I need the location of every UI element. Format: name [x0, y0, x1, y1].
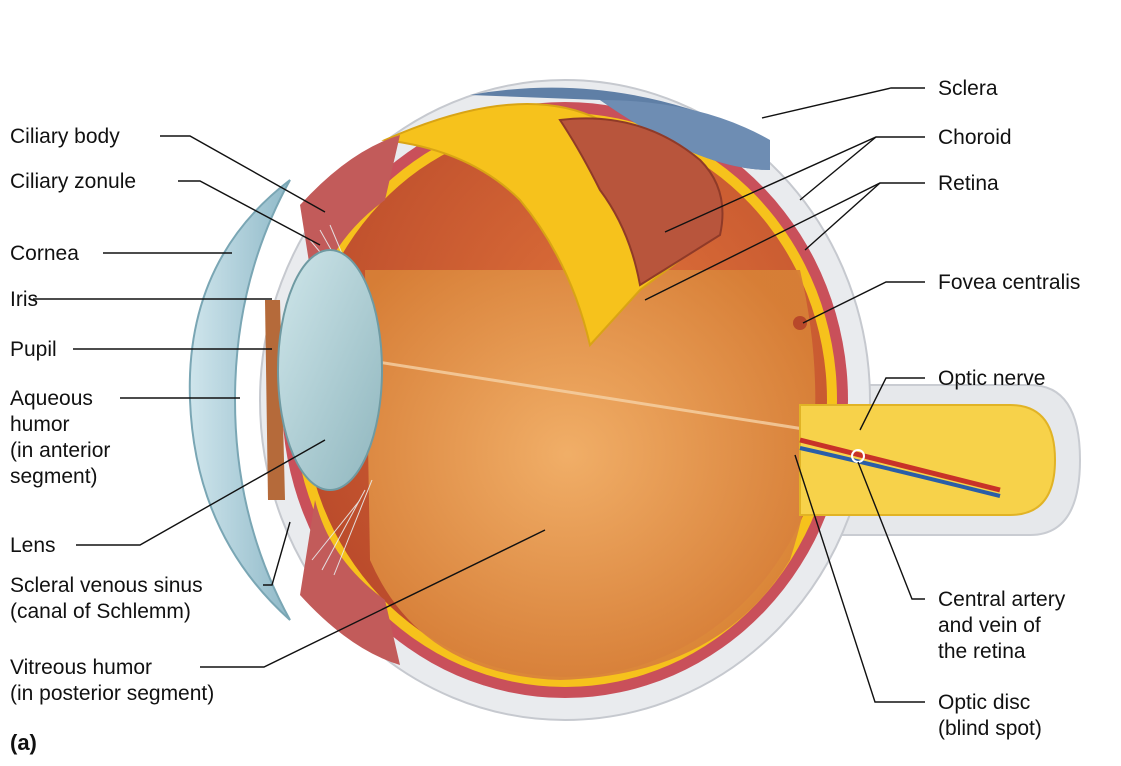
label-ciliary-body: Ciliary body — [10, 125, 120, 148]
leader-sclera — [762, 88, 925, 118]
leader-retina-2 — [805, 183, 880, 250]
label-aqueous-humor: Aqueous humor (in anterior segment) — [10, 387, 116, 488]
label-pupil: Pupil — [10, 338, 57, 361]
label-optic-nerve: Optic nerve — [938, 367, 1045, 390]
label-central-artery-vein: Central artery and vein of the retina — [938, 588, 1071, 663]
fovea-spot — [793, 316, 807, 330]
label-cornea: Cornea — [10, 242, 79, 265]
label-ciliary-zonule: Ciliary zonule — [10, 170, 136, 193]
label-vitreous-humor: Vitreous humor (in posterior segment) — [10, 656, 214, 705]
label-retina: Retina — [938, 172, 999, 195]
label-scleral-venous-sinus: Scleral venous sinus (canal of Schlemm) — [10, 574, 208, 623]
label-sclera: Sclera — [938, 77, 998, 100]
label-optic-disc: Optic disc (blind spot) — [938, 691, 1042, 740]
leader-ciliary-body — [160, 136, 325, 212]
panel-label: (a) — [10, 730, 37, 755]
lens-shape — [278, 250, 382, 490]
label-lens: Lens — [10, 534, 56, 557]
label-choroid: Choroid — [938, 126, 1012, 149]
label-iris: Iris — [10, 288, 38, 311]
label-fovea-centralis: Fovea centralis — [938, 271, 1080, 294]
optic-nerve-shape — [800, 405, 1055, 515]
